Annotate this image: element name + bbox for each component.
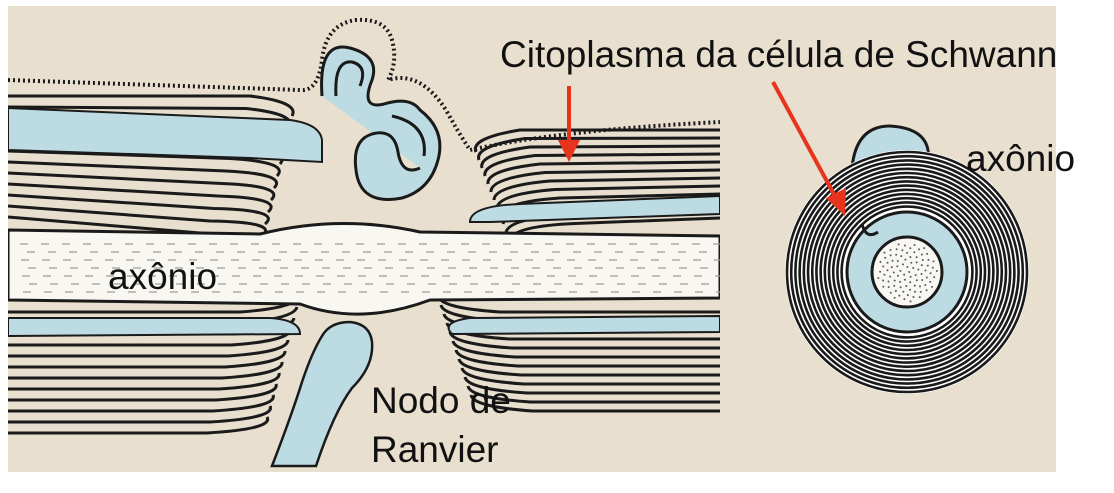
axon-texture-dot	[877, 277, 879, 279]
axon-texture-dot	[901, 249, 903, 251]
axon-texture-dot	[891, 266, 893, 268]
label-nodo-line2: Ranvier	[371, 431, 499, 468]
schwann-cytoplasm-lower-right	[449, 316, 720, 334]
axon-texture-dot	[884, 257, 886, 259]
axon-texture-dot	[916, 279, 918, 281]
axon-texture-dot	[909, 256, 911, 258]
axon-texture-dot	[879, 271, 881, 273]
axon-texture-dot	[904, 259, 906, 261]
axon-texture-dot	[883, 252, 885, 254]
axon-texture-dot	[912, 267, 914, 269]
schwann-cytoplasm-lower-left	[8, 318, 300, 336]
axon-texture-dot	[910, 300, 912, 302]
label-axonio-longitudinal: axônio	[108, 258, 217, 295]
axon-texture-dot	[913, 251, 915, 253]
axon-texture-dot	[903, 298, 905, 300]
axon-texture-dot	[932, 260, 934, 262]
axon-texture-dot	[926, 289, 928, 291]
axon-texture-dot	[925, 269, 927, 271]
axon-texture-dot	[930, 272, 932, 274]
axon-texture-dot	[916, 256, 918, 258]
axon-texture-dot	[882, 279, 884, 281]
axon-texture-dot	[906, 266, 908, 268]
axon-texture-dot	[893, 285, 895, 287]
axon-texture-dot	[921, 254, 923, 256]
axon-texture-dot	[895, 290, 897, 292]
axon-texture-dot	[924, 284, 926, 286]
axon-texture-dot	[897, 275, 899, 277]
axon-texture-dot	[918, 248, 920, 250]
axon-texture-dot	[921, 264, 923, 266]
axon-texture-dot	[879, 261, 881, 263]
axon-texture-dot	[899, 270, 901, 272]
axon-texture-dot	[909, 281, 911, 283]
axon-texture-dot	[931, 286, 933, 288]
axon-texture-dot	[919, 296, 921, 298]
axon-texture-dot	[894, 297, 896, 299]
axon-texture-dot	[898, 295, 900, 297]
axon-texture-dot	[915, 274, 917, 276]
axon-texture-dot	[906, 252, 908, 254]
axon-texture-dot	[909, 289, 911, 291]
axon-texture-dot	[900, 255, 902, 257]
label-nodo-line1: Nodo de	[371, 382, 511, 419]
axon-texture-dot	[936, 270, 938, 272]
axon-texture-dot	[889, 275, 891, 277]
axon-texture-dot	[883, 274, 885, 276]
axon-texture-dot	[899, 281, 901, 283]
axon-texture-dot	[914, 244, 916, 246]
axon-texture-dot	[897, 260, 899, 262]
axon-texture-dot	[882, 286, 884, 288]
label-citoplasma-schwann: Citoplasma da célula de Schwann	[500, 36, 1057, 73]
axon-texture-dot	[908, 271, 910, 273]
axon-texture-dot	[898, 243, 900, 245]
label-axonio-cross-section: axônio	[966, 140, 1075, 177]
axon-texture-dot	[910, 262, 912, 264]
axon-texture-dot	[903, 274, 905, 276]
axon-texture-dot	[927, 265, 929, 267]
axon-texture-dot	[895, 254, 897, 256]
axon-texture-dot	[904, 245, 906, 247]
axon-texture-dot	[890, 292, 892, 294]
axon-texture-dot	[910, 276, 912, 278]
axon-texture-dot	[914, 291, 916, 293]
axon-texture-dot	[933, 276, 935, 278]
axon-texture-dot	[926, 253, 928, 255]
axon-texture-dot	[887, 262, 889, 264]
axon-texture-dot	[892, 260, 894, 262]
axon-texture-dot	[912, 296, 914, 298]
axon-texture-dot	[929, 281, 931, 283]
axon-texture-dot	[932, 267, 934, 269]
axon-texture-dot	[902, 263, 904, 265]
axon-texture-dot	[894, 280, 896, 282]
axon-texture-dot	[900, 286, 902, 288]
axon-texture-dot	[889, 249, 891, 251]
axon-texture-dot	[887, 281, 889, 283]
axon-texture-dot	[882, 266, 884, 268]
axon-texture-dot	[927, 259, 929, 261]
axon-texture-dot	[920, 291, 922, 293]
axon-texture-dot	[896, 265, 898, 267]
axon-texture-dot	[923, 247, 925, 249]
axon-texture-dot	[921, 279, 923, 281]
axon-texture-dot	[914, 285, 916, 287]
axon-texture-dot	[893, 272, 895, 274]
axon-texture-dot	[916, 261, 918, 263]
axon-texture-dot	[907, 294, 909, 296]
axon-texture-dot	[917, 269, 919, 271]
axon-texture-dot	[890, 254, 892, 256]
axon-texture-dot	[902, 291, 904, 293]
axon-texture-dot	[904, 279, 906, 281]
axon-texture-dot	[919, 285, 921, 287]
axon-texture-dot	[886, 269, 888, 271]
axon-texture-dot	[909, 247, 911, 249]
axon-texture-dot	[896, 248, 898, 250]
axon-texture-dot	[926, 276, 928, 278]
axon-cross-section	[872, 237, 942, 307]
axon-texture-dot	[905, 285, 907, 287]
axon-texture-dot	[922, 259, 924, 261]
axon-texture-dot	[888, 286, 890, 288]
axon-texture-dot	[921, 273, 923, 275]
